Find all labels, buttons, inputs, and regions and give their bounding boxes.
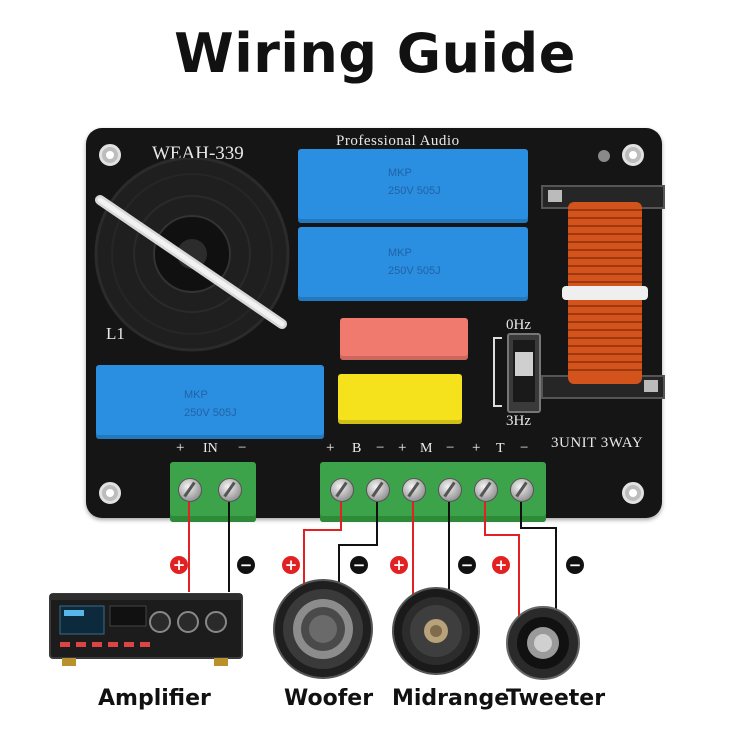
t-label: T: [496, 441, 505, 456]
midrange-plus-screw[interactable]: [402, 478, 426, 502]
woofer-negative-wire: [338, 502, 378, 588]
cap-type: MKP: [388, 247, 412, 259]
mounting-hole: [622, 144, 644, 166]
capacitor-blue-3: MKP 250V 505J: [96, 365, 324, 439]
b-plus-mark: +: [326, 440, 335, 456]
slide-switch[interactable]: [490, 330, 550, 416]
amplifier-icon: [49, 593, 243, 666]
capacitor-blue-2: MKP 250V 505J: [298, 227, 528, 301]
mounting-hole: [99, 482, 121, 504]
switch-label-top: 0Hz: [506, 317, 531, 333]
minus-badge: −: [458, 556, 476, 574]
t-minus-mark: −: [520, 440, 529, 456]
b-label: B: [352, 441, 362, 456]
tweeter-minus-screw[interactable]: [510, 478, 534, 502]
midrange-minus-screw[interactable]: [438, 478, 462, 502]
b-minus-mark: −: [376, 440, 385, 456]
tweeter-positive-wire: [484, 502, 520, 618]
woofer-label: Woofer: [284, 686, 374, 711]
inductor-l1: [94, 158, 290, 352]
small-hole: [598, 150, 610, 162]
woofer-plus-screw[interactable]: [330, 478, 354, 502]
in-minus-mark: −: [238, 440, 247, 456]
midrange-label: Midrange: [392, 686, 510, 711]
woofer-icon: [273, 579, 373, 679]
cap-rating: 250V 505J: [388, 265, 441, 277]
midrange-icon: [392, 587, 480, 675]
in-label: IN: [203, 441, 218, 456]
tweeter-label: Tweeter: [506, 686, 606, 711]
tweeter-negative-wire: [520, 502, 557, 618]
mounting-hole: [622, 482, 644, 504]
plus-badge: +: [492, 556, 510, 574]
woofer-positive-wire: [303, 502, 342, 600]
inductor-label: L1: [106, 324, 125, 343]
switch-label-bottom: 3Hz: [506, 413, 531, 429]
copper-coil: [541, 185, 665, 399]
tweeter-icon: [506, 606, 580, 680]
cap-type: MKP: [388, 167, 412, 179]
minus-badge: −: [237, 556, 255, 574]
cap-rating: 250V 505J: [388, 185, 441, 197]
input-plus-screw[interactable]: [178, 478, 202, 502]
in-plus-mark: +: [176, 440, 185, 456]
cap-type: MKP: [184, 389, 208, 401]
brand-text: Professional Audio: [336, 133, 460, 149]
capacitor-blue-1: MKP 250V 505J: [298, 149, 528, 223]
plus-badge: +: [390, 556, 408, 574]
t-plus-mark: +: [472, 440, 481, 456]
output-terminal-block: [320, 462, 546, 522]
minus-badge: −: [350, 556, 368, 574]
plus-badge: +: [282, 556, 300, 574]
capacitor-yellow: [338, 374, 462, 424]
tweeter-plus-screw[interactable]: [474, 478, 498, 502]
plus-badge: +: [170, 556, 188, 574]
woofer-minus-screw[interactable]: [366, 478, 390, 502]
mounting-hole: [99, 144, 121, 166]
m-label: M: [420, 441, 433, 456]
unit-text: 3UNIT 3WAY: [551, 435, 644, 451]
page-title: Wiring Guide: [174, 22, 576, 85]
cap-rating: 250V 505J: [184, 407, 237, 419]
m-minus-mark: −: [446, 440, 455, 456]
m-plus-mark: +: [398, 440, 407, 456]
input-minus-screw[interactable]: [218, 478, 242, 502]
capacitor-red: [340, 318, 468, 360]
amplifier-label: Amplifier: [98, 686, 211, 711]
minus-badge: −: [566, 556, 584, 574]
